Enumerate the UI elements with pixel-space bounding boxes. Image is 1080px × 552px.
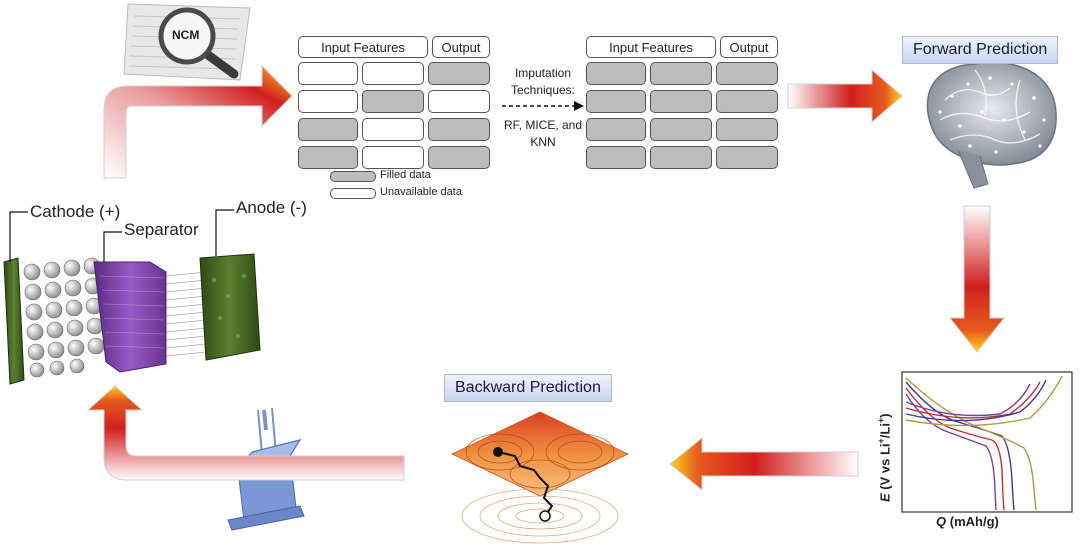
imputation-line2: Techniques: (510, 83, 576, 97)
table-right-cell-filled (716, 146, 778, 169)
table-left-cell-filled (428, 146, 490, 169)
table-right-cell-filled (650, 118, 712, 141)
table-left-cell-filled (298, 146, 358, 169)
table-left-cell-empty (298, 90, 358, 113)
brain-icon (926, 61, 1057, 189)
table-right-cell-filled (716, 118, 778, 141)
imputation-line1: Imputation (514, 66, 572, 80)
legend-unavailable-label: Unavailable data (380, 186, 462, 198)
table-right-cell-filled (650, 90, 712, 113)
backward-prediction-label: Backward Prediction (444, 374, 612, 402)
imputation-line4: KNN (530, 135, 556, 149)
table-left-header-input: Input Features (298, 36, 428, 58)
table-right-cell-filled (586, 62, 646, 85)
bent-arrow-bottom-left (86, 385, 405, 481)
cathode-particles (23, 257, 105, 378)
magnifier-label: NCM (172, 28, 200, 42)
table-left-cell-filled (298, 118, 358, 141)
table-right-cell-filled (716, 62, 778, 85)
table-right-cell-filled (650, 62, 712, 85)
table-left-cell-filled (362, 90, 424, 113)
table-right-cell-filled (586, 90, 646, 113)
forward-prediction-label: Forward Prediction (902, 36, 1059, 64)
table-left-cell-empty (298, 62, 358, 85)
imputation-line3: RF, MICE, and (503, 118, 583, 132)
arrow-down (948, 205, 1006, 353)
plot-x-label: Q (mAh/g) (936, 514, 999, 529)
separator-label: Separator (124, 220, 199, 239)
table-left-cell-empty (362, 118, 424, 141)
table-right-cell-filled (586, 118, 646, 141)
imputation-arrow (502, 101, 584, 111)
table-right-cell-filled (716, 90, 778, 113)
table-left-cell-filled (428, 62, 490, 85)
discharge-plot (901, 371, 1073, 513)
plot-y-label: E (V vs Li+/Li+) (876, 413, 893, 502)
cathode-label: Cathode (+) (30, 202, 121, 221)
table-left-cell-empty (362, 62, 424, 85)
battery-illustration (3, 209, 261, 385)
magnifier-illustration (123, 3, 251, 81)
table-right-cell-filled (586, 146, 646, 169)
optimization-surface (451, 411, 629, 544)
table-right-header-output: Output (720, 36, 778, 58)
table-left-cell-empty (362, 146, 424, 169)
arrow-to-backward (669, 436, 859, 492)
table-left-cell-filled (428, 118, 490, 141)
table-left-cell-empty (428, 90, 490, 113)
table-right-cell-filled (650, 146, 712, 169)
bent-arrow-top-left (103, 64, 293, 179)
legend-filled-label: Filled data (380, 169, 431, 181)
legend-filled-swatch (330, 171, 376, 182)
table-right-header-input: Input Features (586, 36, 716, 58)
anode-label: Anode (-) (236, 198, 307, 217)
arrow-to-forward (787, 68, 903, 124)
table-left-header-output: Output (432, 36, 490, 58)
legend-unavailable-swatch (330, 188, 376, 199)
